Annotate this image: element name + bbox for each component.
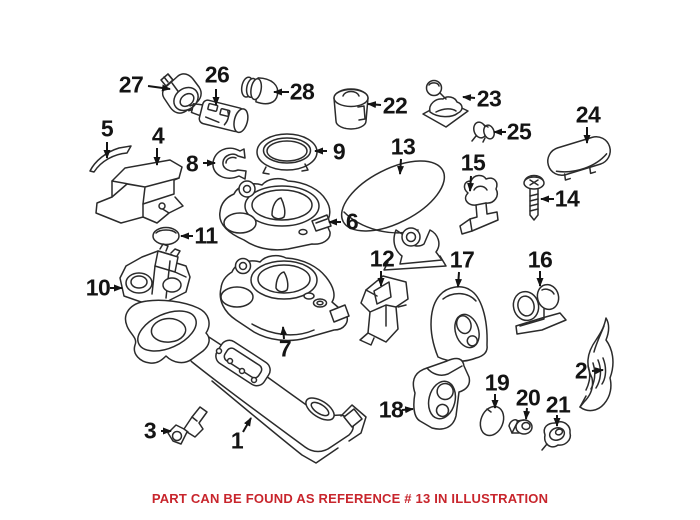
part-6-drawing — [219, 177, 332, 251]
part-label-5: 5 — [100, 115, 114, 142]
part-18-drawing — [412, 357, 471, 430]
part-label-1: 1 — [230, 427, 244, 454]
part-23-drawing — [422, 79, 469, 128]
part-label-28: 28 — [289, 78, 315, 105]
part-1-drawing — [124, 299, 367, 464]
part-25-drawing — [471, 121, 495, 143]
part-label-19: 19 — [484, 369, 510, 396]
part-21-drawing — [541, 421, 572, 451]
part-label-17: 17 — [449, 246, 475, 273]
part-label-26: 26 — [204, 61, 230, 88]
part-label-18: 18 — [378, 396, 404, 423]
part-22-drawing — [333, 88, 369, 130]
part-label-20: 20 — [515, 384, 541, 411]
part-28-drawing — [240, 76, 279, 105]
part-label-23: 23 — [476, 85, 502, 112]
part-8-drawing — [212, 147, 247, 180]
part-13-drawing — [340, 160, 447, 271]
part-17-drawing — [430, 286, 488, 362]
part-label-27: 27 — [118, 71, 144, 98]
part-label-3: 3 — [143, 417, 157, 444]
part-11-drawing — [152, 226, 180, 246]
part-label-4: 4 — [151, 122, 165, 149]
part-27-drawing — [160, 73, 202, 114]
part-label-14: 14 — [554, 185, 580, 212]
part-label-10: 10 — [85, 274, 111, 301]
part-15-drawing — [459, 174, 499, 235]
part-label-24: 24 — [575, 101, 601, 128]
part-label-12: 12 — [369, 245, 395, 272]
part-label-25: 25 — [506, 118, 532, 145]
part-19-drawing — [479, 405, 505, 437]
part-label-22: 22 — [382, 92, 408, 119]
part-label-9: 9 — [332, 138, 346, 165]
part-7-drawing — [219, 254, 350, 342]
part-20-drawing — [508, 419, 533, 435]
part-label-8: 8 — [185, 150, 199, 177]
part-label-11: 11 — [194, 222, 218, 249]
part-label-2: 2 — [574, 357, 588, 384]
reference-note: PART CAN BE FOUND AS REFERENCE # 13 IN I… — [151, 491, 549, 506]
part-4-drawing — [95, 159, 184, 224]
part-9-drawing — [256, 133, 318, 175]
part-24-drawing — [547, 135, 611, 181]
part-26-drawing — [188, 99, 249, 134]
part-16-drawing — [512, 283, 567, 335]
part-label-15: 15 — [460, 149, 486, 176]
part-14-drawing — [523, 174, 545, 221]
part-2-drawing — [579, 317, 614, 412]
part-10-drawing — [119, 243, 191, 304]
part-5-drawing — [89, 145, 132, 173]
part-3-drawing — [167, 406, 208, 445]
leader-arrows — [103, 84, 604, 435]
part-label-13: 13 — [390, 133, 416, 160]
part-label-7: 7 — [278, 335, 292, 362]
part-label-6: 6 — [345, 208, 359, 235]
part-12-drawing — [359, 275, 409, 346]
part-label-16: 16 — [527, 246, 553, 273]
part-label-21: 21 — [545, 391, 571, 418]
